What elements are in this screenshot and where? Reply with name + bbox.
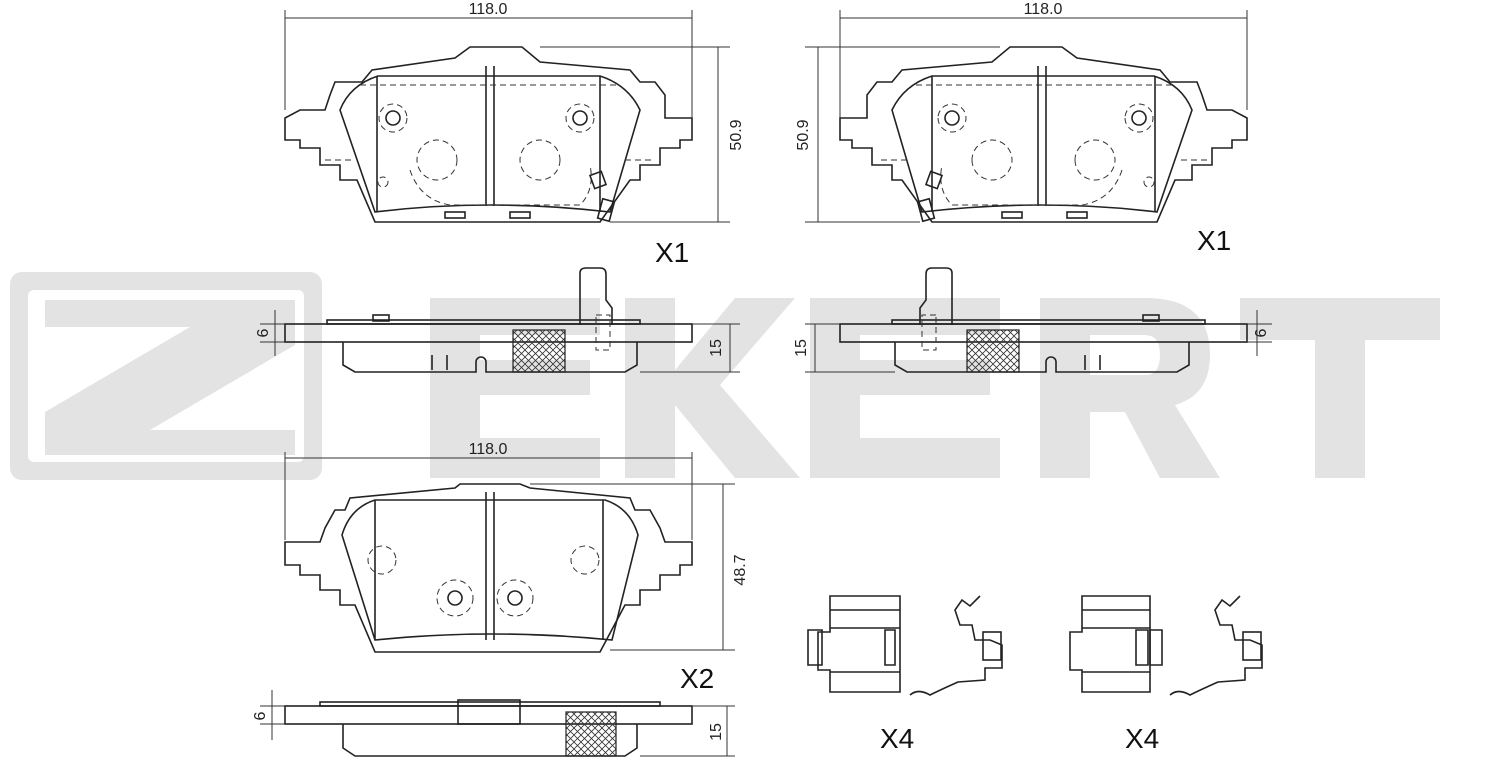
clip-set-right [1069, 595, 1263, 696]
pad-top-right [805, 10, 1272, 373]
thickness-label: 15 [708, 339, 725, 357]
height-label: 50.9 [795, 119, 812, 150]
plate-thickness-label: 6 [252, 711, 269, 720]
width-label: 118.0 [469, 1, 508, 18]
width-label: 118.0 [1024, 1, 1063, 18]
height-label: 48.7 [732, 554, 749, 585]
plate-thickness-label: 6 [1253, 328, 1270, 337]
pad-bottom [260, 452, 735, 757]
width-label: 118.0 [469, 441, 508, 458]
quantity-label: X4 [1125, 723, 1159, 754]
thickness-label: 15 [708, 723, 725, 741]
quantity-label: X2 [680, 663, 714, 694]
zekkert-watermark-logo [10, 272, 1440, 480]
quantity-label: X1 [655, 237, 689, 268]
pad-top-left [260, 10, 740, 373]
quantity-label: X1 [1197, 225, 1231, 256]
clip-set-left [807, 595, 1003, 696]
thickness-label: 15 [793, 339, 810, 357]
quantity-label: X4 [880, 723, 914, 754]
height-label: 50.9 [728, 119, 745, 150]
plate-thickness-label: 6 [255, 328, 272, 337]
